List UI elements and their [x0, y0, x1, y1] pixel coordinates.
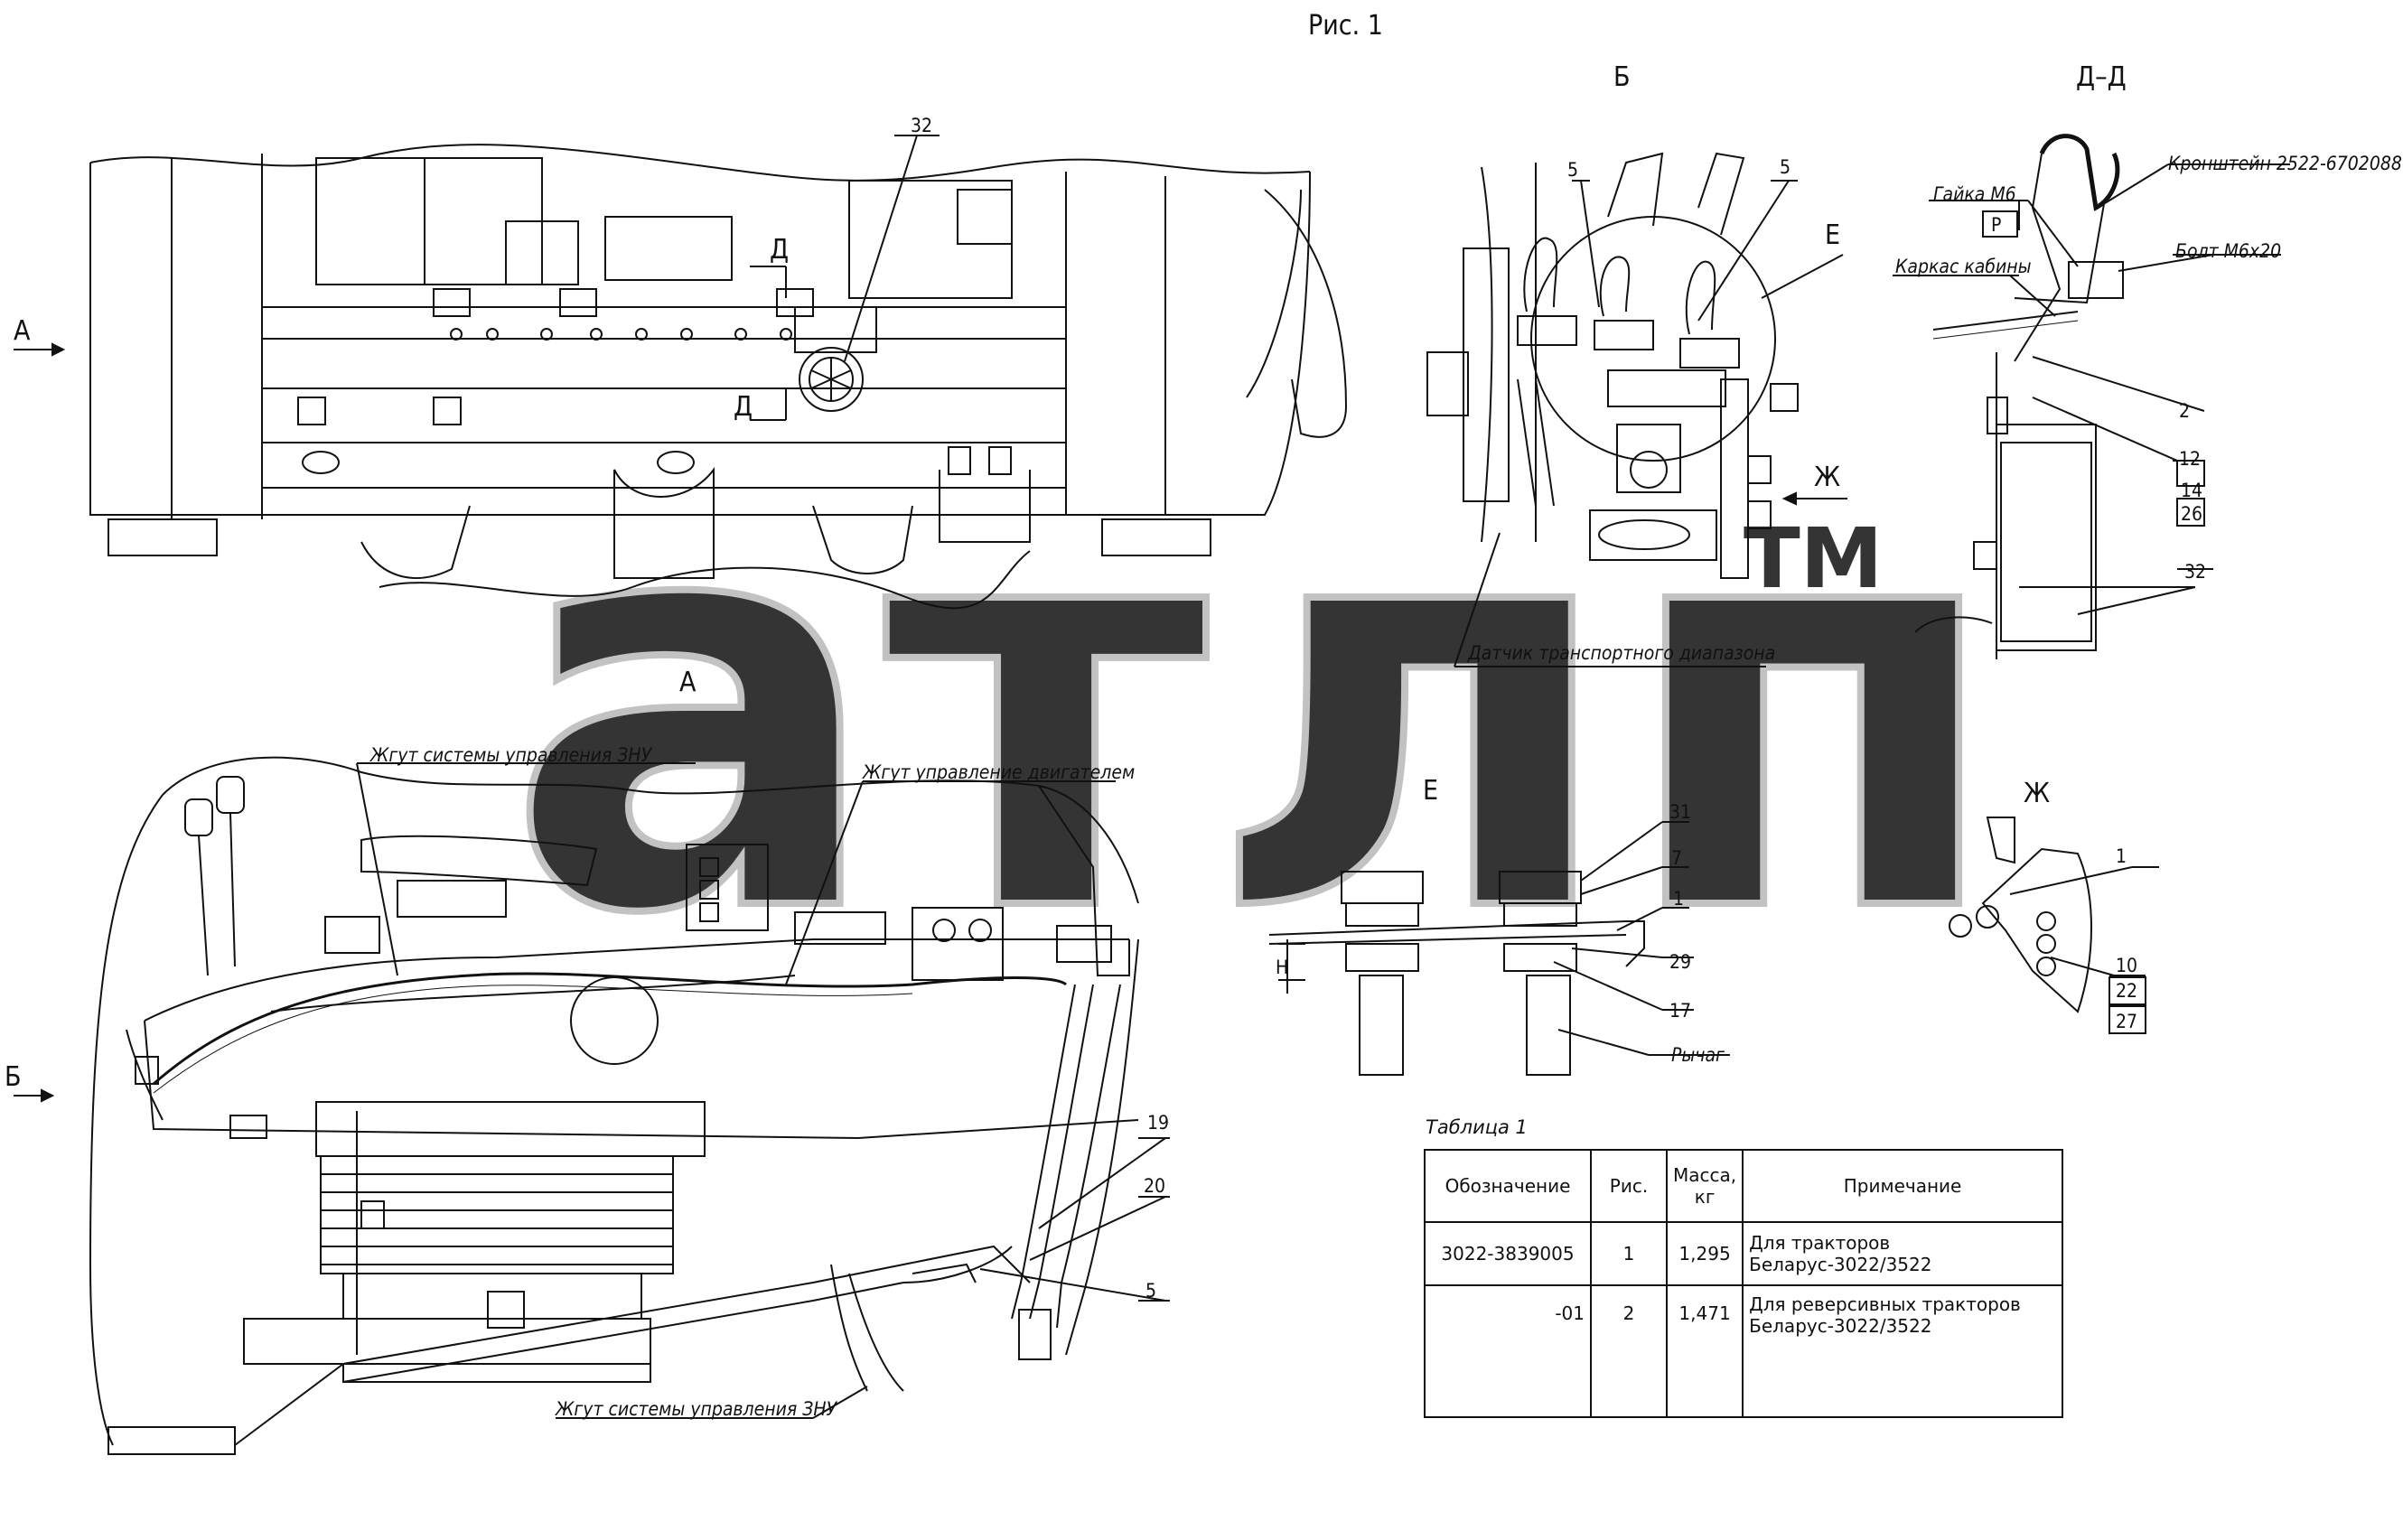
dimension-h: Н — [1276, 957, 1288, 978]
callout-29: 29 — [1669, 951, 1691, 973]
cell-mass: 1,295 — [1665, 1221, 1744, 1286]
view-zh-title: Ж — [2024, 778, 2050, 809]
view-a-drawing — [14, 756, 1170, 1455]
label-nut-class: Р — [1991, 214, 2001, 236]
section-mark-d-bottom: Д — [734, 391, 753, 423]
label-harness-engine: Жгут управление двигателем — [862, 761, 1135, 783]
watermark-text: атлп — [506, 385, 2006, 1036]
callout-17: 17 — [1669, 1000, 1691, 1022]
callout-2: 2 — [2179, 400, 2190, 422]
callout-20: 20 — [1144, 1175, 1165, 1197]
cell-fig: 1 — [1590, 1221, 1668, 1286]
header-designation: Обозначение — [1424, 1149, 1592, 1223]
callout-7: 7 — [1671, 847, 1682, 869]
cell-mass: 1,471 — [1665, 1284, 1744, 1418]
table-row: 3022-3839005 1 1,295 Для тракторов Белар… — [1424, 1221, 2063, 1286]
label-nut: Гайка М6 — [1933, 183, 2016, 205]
watermark-tm: ТМ — [1744, 510, 1883, 607]
callout-1-e: 1 — [1673, 888, 1684, 910]
table-header-row: Обозначение Рис. Масса, кг Примечание — [1424, 1149, 2063, 1223]
label-harness-znu-top: Жгут системы управления ЗНУ — [369, 744, 653, 766]
view-e-drawing — [1268, 821, 1730, 1076]
section-mark-d-top: Д — [770, 234, 789, 266]
section-dd-title: Д–Д — [2076, 61, 2127, 93]
label-bracket: Кронштейн 2522-6702088 — [2168, 153, 2402, 174]
detail-e-mark: Е — [1825, 219, 1840, 251]
cell-designation: -01 — [1424, 1284, 1592, 1418]
view-arrow-b: Б — [5, 1061, 22, 1093]
view-zh-drawing — [1949, 817, 2159, 1034]
callout-5-a: 5 — [1145, 1280, 1156, 1302]
callout-14: 14 — [2181, 480, 2202, 501]
callout-22: 22 — [2116, 980, 2137, 1002]
view-arrow-zh: Ж — [1814, 462, 1840, 493]
label-cab-frame: Каркас кабины — [1895, 256, 2032, 277]
figure-title: Рис. 1 — [1308, 10, 1383, 42]
spec-table: Обозначение Рис. Масса, кг Примечание 30… — [1424, 1149, 2063, 1418]
callout-31: 31 — [1669, 801, 1691, 823]
view-arrow-a: А — [14, 315, 31, 347]
section-dd-drawing — [1893, 134, 2290, 659]
callout-5-left: 5 — [1567, 159, 1578, 181]
label-lever: Рычаг — [1671, 1044, 1725, 1066]
view-e-title: Е — [1423, 775, 1438, 807]
table-caption: Таблица 1 — [1426, 1116, 1528, 1138]
callout-26: 26 — [2181, 503, 2202, 525]
header-fig: Рис. — [1590, 1149, 1668, 1223]
view-a-title: А — [679, 667, 697, 698]
callout-10: 10 — [2116, 955, 2137, 976]
top-view-drawing — [14, 135, 1348, 610]
callout-27: 27 — [2116, 1011, 2137, 1032]
callout-12: 12 — [2179, 448, 2201, 470]
view-b-drawing — [1426, 152, 1847, 667]
label-bolt: Болт М6х20 — [2175, 240, 2281, 262]
view-b-title: Б — [1613, 61, 1631, 93]
callout-5-right: 5 — [1780, 156, 1791, 178]
cell-note: Для реверсивных тракторов Беларус-3022/3… — [1742, 1284, 2063, 1418]
header-mass: Масса, кг — [1665, 1149, 1744, 1223]
cell-note: Для тракторов Беларус-3022/3522 — [1742, 1221, 2063, 1286]
label-sensor: Датчик транспортного диапазона — [1467, 642, 1775, 664]
callout-1-zh: 1 — [2116, 845, 2127, 867]
label-harness-znu-bottom: Жгут системы управления ЗНУ — [555, 1398, 838, 1420]
cell-fig: 2 — [1590, 1284, 1668, 1418]
cell-designation: 3022-3839005 — [1424, 1221, 1592, 1286]
callout-32-dd: 32 — [2184, 561, 2206, 583]
header-note: Примечание — [1742, 1149, 2063, 1223]
watermark: атлп ТМ — [502, 381, 2009, 1040]
callout-32-top: 32 — [911, 115, 932, 136]
callout-19: 19 — [1147, 1112, 1169, 1134]
table-row: -01 2 1,471 Для реверсивных тракторов Бе… — [1424, 1284, 2063, 1418]
